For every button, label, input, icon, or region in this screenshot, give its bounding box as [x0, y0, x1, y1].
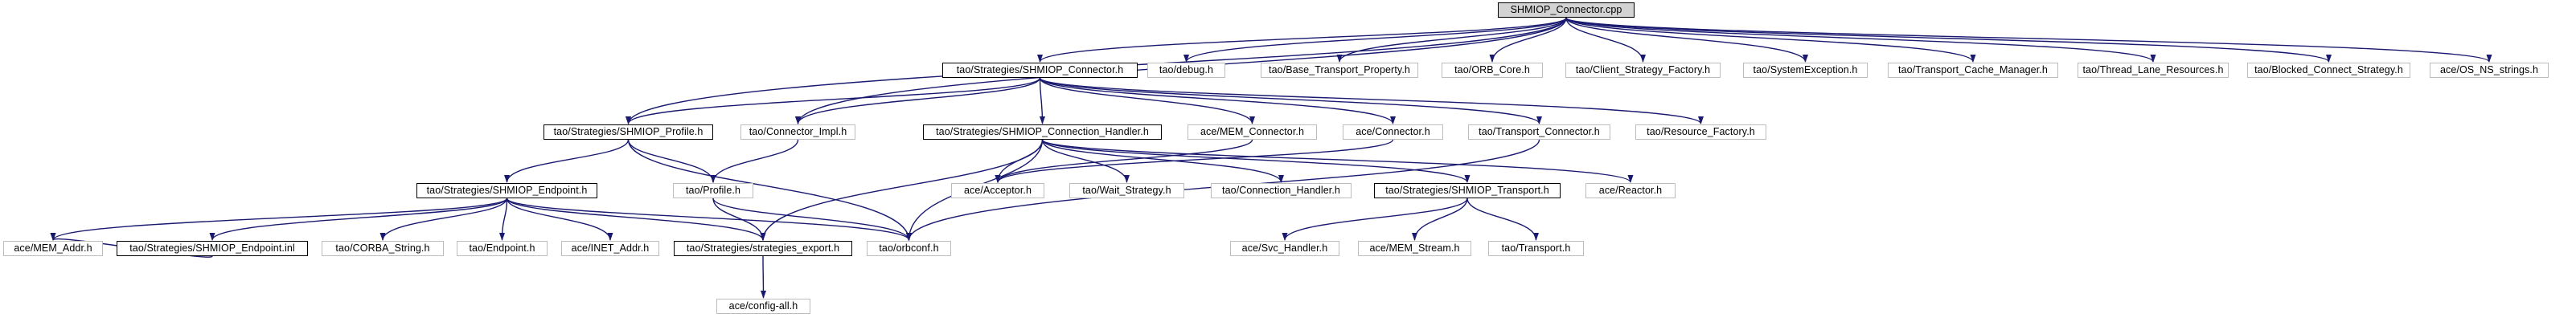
graph-node[interactable]: tao/Endpoint.h [457, 241, 548, 256]
graph-node[interactable]: ace/Acceptor.h [951, 183, 1044, 198]
graph-node[interactable]: tao/Thread_Lane_Resources.h [2078, 63, 2229, 78]
graph-edge [499, 198, 508, 241]
graph-node[interactable]: tao/Strategies/strategies_export.h [674, 241, 852, 256]
graph-node[interactable]: ace/Reactor.h [1585, 183, 1676, 198]
graph-edge [1039, 77, 1396, 124]
graph-edge [1282, 198, 1468, 241]
graph-node[interactable]: tao/Strategies/SHMIOP_Connector.h [942, 63, 1138, 78]
graph-edge [626, 77, 1041, 124]
graph-edge [1565, 17, 2492, 63]
graph-node[interactable]: tao/SystemException.h [1743, 63, 1868, 78]
graph-node[interactable]: tao/Transport_Cache_Manager.h [1888, 63, 2058, 78]
graph-edge [627, 139, 912, 241]
graph-edge [995, 139, 1044, 183]
graph-edge [1565, 17, 1646, 63]
graph-edge [760, 255, 766, 299]
graph-node[interactable]: tao/Blocked_Connect_Strategy.h [2247, 63, 2410, 78]
graph-edge [1039, 77, 1255, 124]
graph-node[interactable]: tao/Client_Strategy_Factory.h [1565, 63, 1721, 78]
graph-edge [712, 198, 912, 241]
graph-node[interactable]: ace/config-all.h [716, 299, 810, 314]
graph-edge [1565, 17, 2156, 63]
graph-edge [1565, 17, 1808, 63]
graph-node[interactable]: tao/Connector_Impl.h [740, 124, 855, 140]
graph-node[interactable]: ace/MEM_Addr.h [3, 241, 103, 256]
graph-edge [1041, 139, 1284, 183]
graph-edge [1041, 139, 1471, 183]
graph-edge [1565, 17, 1976, 63]
graph-edge [504, 139, 630, 183]
graph-edge [1039, 77, 1045, 124]
graph-edge [1183, 17, 1567, 63]
graph-edge [795, 77, 1041, 124]
graph-edge [50, 198, 508, 241]
graph-node[interactable]: ace/INET_Addr.h [561, 241, 659, 256]
graph-node[interactable]: tao/Connection_Handler.h [1211, 183, 1352, 198]
graph-node[interactable]: tao/Wait_Strategy.h [1069, 183, 1184, 198]
graph-edge [710, 139, 799, 183]
graph-edge [1336, 17, 1567, 63]
graph-node[interactable]: ace/OS_NS_strings.h [2430, 63, 2549, 78]
graph-node[interactable]: ace/MEM_Connector.h [1188, 124, 1317, 140]
graph-edge [1466, 198, 1539, 241]
graph-node[interactable]: ace/Svc_Handler.h [1230, 241, 1339, 256]
graph-edge [1489, 17, 1567, 63]
graph-node[interactable]: tao/Base_Transport_Property.h [1261, 63, 1418, 78]
graph-node[interactable]: tao/Strategies/SHMIOP_Profile.h [544, 124, 713, 140]
graph-node[interactable]: tao/Profile.h [673, 183, 753, 198]
graph-node[interactable]: tao/Strategies/SHMIOP_Endpoint.inl [117, 241, 308, 256]
graph-node[interactable]: tao/Strategies/SHMIOP_Connection_Handler… [923, 124, 1162, 140]
graph-edge [627, 139, 716, 183]
graph-edge [1039, 77, 1704, 124]
graph-edge [379, 198, 508, 241]
graph-node[interactable]: tao/CORBA_String.h [322, 241, 444, 256]
graph-node[interactable]: tao/Transport.h [1488, 241, 1584, 256]
graph-node[interactable]: tao/Strategies/SHMIOP_Transport.h [1374, 183, 1561, 198]
graph-node[interactable]: tao/Resource_Factory.h [1635, 124, 1766, 140]
graph-node[interactable]: tao/Transport_Connector.h [1468, 124, 1610, 140]
graph-edge [506, 198, 912, 241]
graph-node[interactable]: ace/MEM_Stream.h [1358, 241, 1471, 256]
graph-edge [1039, 77, 1542, 124]
graph-edge [506, 198, 766, 241]
graph-edge [1412, 198, 1468, 241]
graph-edge [209, 198, 508, 241]
graph-node[interactable]: tao/orbconf.h [867, 241, 951, 256]
graph-edge [1041, 139, 1130, 183]
graph-edge [712, 198, 766, 241]
graph-node[interactable]: tao/Strategies/SHMIOP_Endpoint.h [416, 183, 597, 198]
graph-node[interactable]: SHMIOP_Connector.cpp [1498, 2, 1635, 18]
graph-edge [995, 139, 1253, 183]
graph-edge [995, 139, 1394, 183]
graph-edge [1041, 139, 1634, 183]
graph-edge [506, 198, 613, 241]
graph-node[interactable]: tao/ORB_Core.h [1442, 63, 1543, 78]
graph-node[interactable]: ace/Connector.h [1343, 124, 1443, 140]
graph-edge [1037, 17, 1567, 63]
graph-edge [1565, 17, 2332, 63]
graph-node[interactable]: tao/debug.h [1147, 63, 1225, 78]
